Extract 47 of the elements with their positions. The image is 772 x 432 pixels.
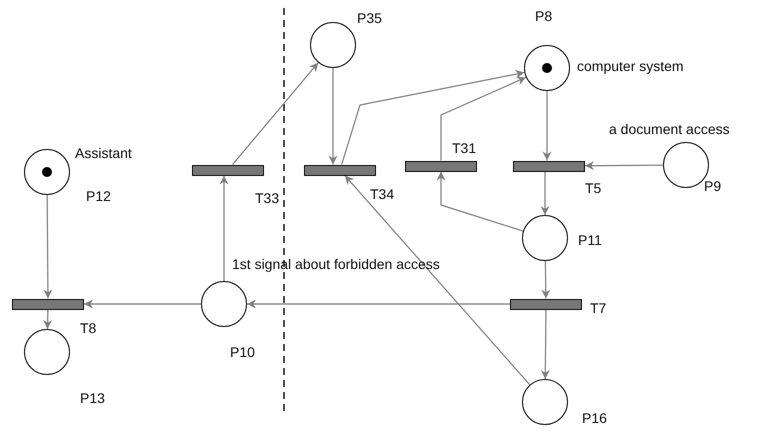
node-caption: P13 xyxy=(80,390,105,406)
arrow xyxy=(436,172,524,232)
node-caption: T33 xyxy=(255,190,280,206)
transition-bar xyxy=(510,298,582,310)
arrow xyxy=(328,68,338,164)
transition-bar xyxy=(12,298,84,310)
node-caption: a document access xyxy=(609,121,730,137)
node-caption: 1st signal about forbidden access xyxy=(232,256,440,272)
place-circle xyxy=(310,22,356,68)
node-caption: T5 xyxy=(585,180,602,196)
arrow xyxy=(232,62,319,165)
place-circle xyxy=(24,329,70,375)
node-caption: P35 xyxy=(357,10,382,26)
arrow xyxy=(247,300,510,308)
arrow xyxy=(542,91,552,160)
place-circle xyxy=(522,215,568,261)
arrow xyxy=(540,310,550,379)
node-caption: P11 xyxy=(578,232,602,248)
node-caption: T7 xyxy=(590,300,606,316)
arrow xyxy=(440,76,526,160)
transition-bar xyxy=(513,160,585,172)
arrow xyxy=(585,161,663,170)
node-caption: T34 xyxy=(370,186,394,202)
transition-bar xyxy=(192,164,264,176)
node-caption: P8 xyxy=(535,8,552,24)
place-circle xyxy=(522,379,568,425)
transition-bar xyxy=(304,164,376,176)
arrow xyxy=(341,70,525,165)
arrow xyxy=(541,260,550,298)
place-circle xyxy=(24,149,70,195)
node-caption: P12 xyxy=(86,188,111,204)
place-circle xyxy=(524,45,570,91)
arrow xyxy=(43,309,52,330)
node-caption: P9 xyxy=(704,178,722,194)
node-caption: P10 xyxy=(230,344,255,360)
arrow xyxy=(84,300,201,308)
transition-bar xyxy=(405,160,477,172)
arrow xyxy=(344,175,530,386)
place-circle xyxy=(201,281,247,327)
arrow xyxy=(220,176,228,281)
node-caption: Assistant xyxy=(75,145,132,161)
arrow xyxy=(43,195,52,298)
node-caption: T31 xyxy=(452,140,476,156)
arrow xyxy=(540,172,550,215)
node-caption: P16 xyxy=(582,410,607,426)
node-caption: computer system xyxy=(577,58,684,74)
node-caption: T8 xyxy=(80,320,96,336)
